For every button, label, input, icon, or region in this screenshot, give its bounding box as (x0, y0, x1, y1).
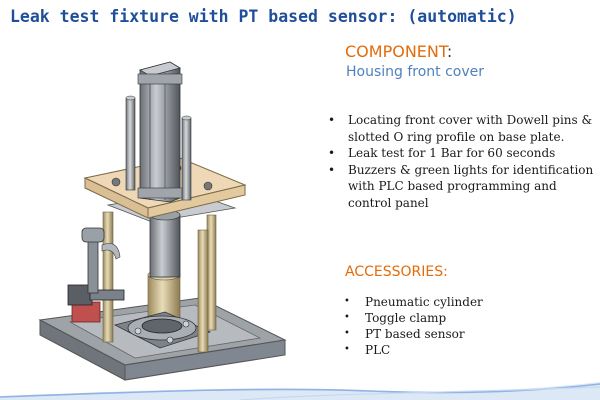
feature-item: •Leak test for 1 Bar for 60 seconds (328, 146, 556, 160)
feature-item: •Buzzers & green lights for identificati… (328, 162, 594, 210)
feature-item: •Locating front cover with Dowell pins &… (328, 113, 593, 144)
accessory-item: •PLC (344, 343, 391, 357)
page-title: Leak test fixture with PT based sensor: … (10, 7, 517, 26)
decorative-wave (0, 382, 600, 400)
accessory-item: •PT based sensor (344, 327, 465, 341)
component-name: Housing front cover (346, 64, 485, 80)
fixture-illustration (38, 61, 287, 381)
accessories-list: •Pneumatic cylinder •Toggle clamp •PT ba… (340, 294, 483, 358)
accessory-item: •Toggle clamp (344, 311, 447, 325)
accessory-item: •Pneumatic cylinder (344, 295, 483, 309)
component-heading: COMPONENT: (345, 42, 453, 61)
accessories-heading: ACCESSORIES: (345, 264, 448, 280)
feature-list: •Locating front cover with Dowell pins &… (326, 112, 594, 211)
